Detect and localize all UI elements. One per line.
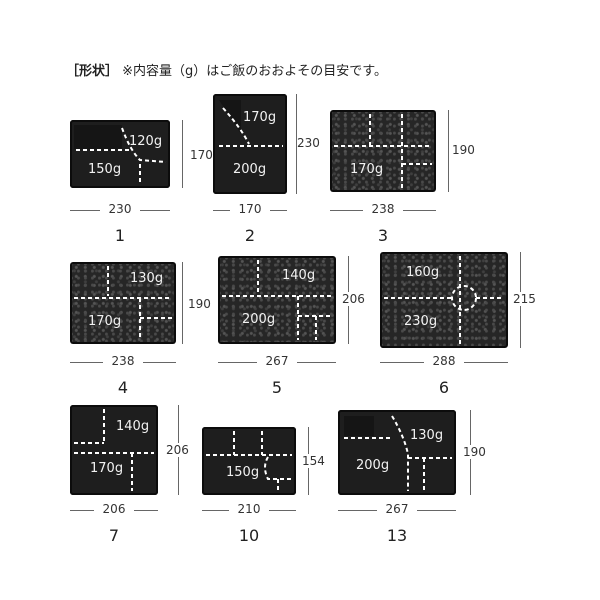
tray-weight-label: 230g [404,314,438,329]
tray-weight-label: 200g [356,458,390,473]
tray-13-image: 130g 200g [338,410,456,495]
height-dimension: 190 [188,297,211,311]
tray-weight-label: 170g [350,162,384,177]
tray-weight-label: 130g [130,271,164,286]
tray-number: 4 [117,378,129,397]
tray-weight-label: 140g [116,419,150,434]
height-dimension: 154 [302,454,325,468]
height-dimension: 190 [452,143,475,157]
tray-weight-label: 170g [90,461,124,476]
height-dimension: 206 [166,443,189,457]
width-dimension: 267 [377,502,417,516]
height-dimension-line [448,110,449,192]
tray-3-image: 170g [330,110,436,192]
section-title: ［形状］ [66,64,119,79]
tray-weight-label: 120g [129,134,163,149]
tray-number: 5 [271,378,283,397]
tray-5-image: 140g 200g [218,256,336,344]
height-dimension: 170 [190,148,213,162]
height-dimension: 190 [463,445,486,459]
height-dimension: 230 [297,136,320,150]
tray-2-image: 170g 200g [213,94,287,194]
width-dimension: 206 [94,502,134,516]
tray-10-image: 150g [202,427,296,495]
tray-number: 1 [114,226,126,245]
height-dimension-line [296,94,297,194]
tray-weight-label: 130g [410,428,444,443]
tray-weight-label: 160g [406,265,440,280]
tray-number: 7 [108,526,120,545]
tray-number: 13 [386,526,408,545]
tray-1-image: 120g 150g [70,120,170,188]
page-header: ［形状］ ※内容量（g）はご飯のおおよその目安です。 [66,60,387,79]
height-dimension: 206 [342,292,365,306]
tray-number: 3 [377,226,389,245]
height-dimension: 215 [513,292,536,306]
tray-weight-label: 150g [226,465,260,480]
width-dimension: 238 [363,202,403,216]
tray-6-image: 160g 230g [380,252,508,348]
width-dimension: 210 [229,502,269,516]
tray-number: 2 [244,226,256,245]
tray-weight-label: 170g [243,110,277,125]
height-dimension-line [182,262,183,344]
tray-weight-label: 140g [282,268,316,283]
tray-number: 10 [238,526,260,545]
capacity-note: ※内容量（g）はご飯のおおよその目安です。 [122,64,388,79]
width-dimension: 288 [424,354,464,368]
tray-number: 6 [438,378,450,397]
height-dimension-line [182,120,183,188]
width-dimension: 170 [230,202,270,216]
tray-weight-label: 200g [233,162,267,177]
tray-weight-label: 170g [88,314,122,329]
width-dimension: 267 [257,354,297,368]
tray-7-image: 140g 170g [70,405,158,495]
tray-weight-label: 200g [242,312,276,327]
tray-weight-label: 150g [88,162,122,177]
width-dimension: 238 [103,354,143,368]
width-dimension: 230 [100,202,140,216]
tray-4-image: 130g 170g [70,262,176,344]
